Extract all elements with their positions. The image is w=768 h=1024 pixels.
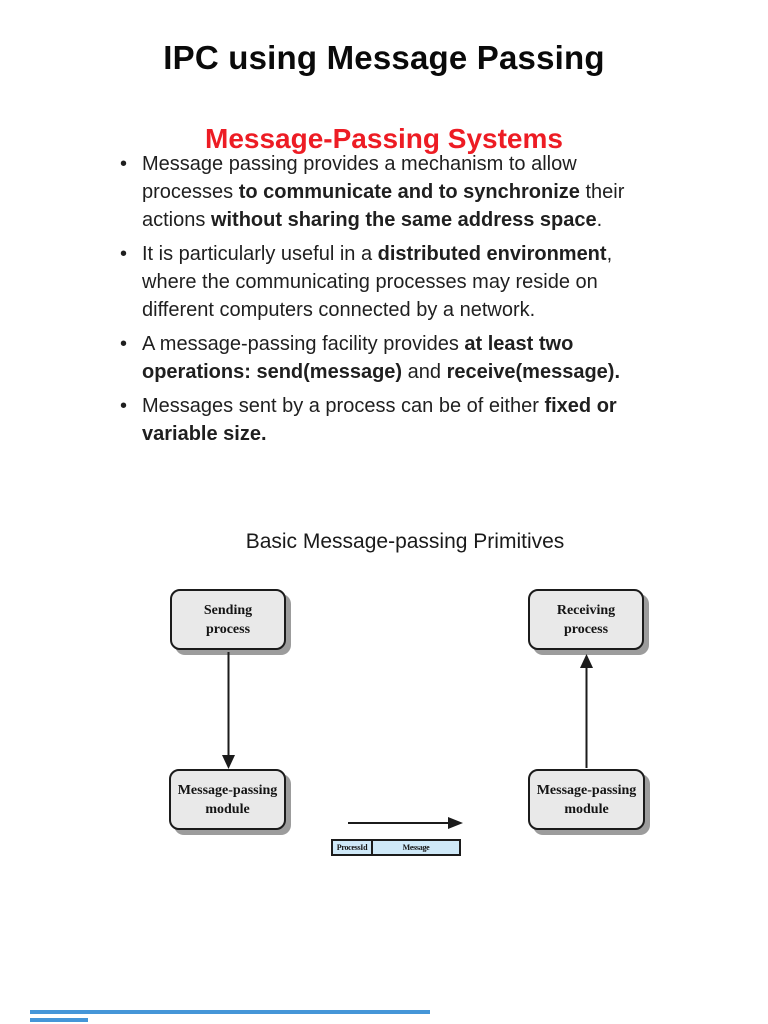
sending-process-box: Sending process [170,589,286,650]
send-arrow-icon [222,652,235,769]
message-strip: ProcessId Message [331,839,461,856]
message-passing-module-right-box: Message-passing module [528,769,645,830]
message-cell: Message [402,843,430,852]
processid-cell: ProcessId [333,841,373,854]
bullet-item: A message-passing facility provides at l… [112,330,672,386]
next-page-bar-short [30,1018,88,1022]
receive-arrow-icon [580,654,593,768]
figure-caption: Basic Message-passing Primitives [245,530,565,553]
message-passing-module-left-box: Message-passing module [169,769,286,830]
bullet-item: Message passing provides a mechanism to … [112,150,672,234]
transfer-arrow-icon [348,817,463,829]
bullet-list: Message passing provides a mechanism to … [112,150,672,454]
bullet-item: Messages sent by a process can be of eit… [112,392,672,448]
next-page-bar-long [30,1010,430,1014]
slide-title: IPC using Message Passing [163,39,605,77]
receiving-process-box: Receiving process [528,589,644,650]
bullet-item: It is particularly useful in a distribut… [112,240,672,324]
